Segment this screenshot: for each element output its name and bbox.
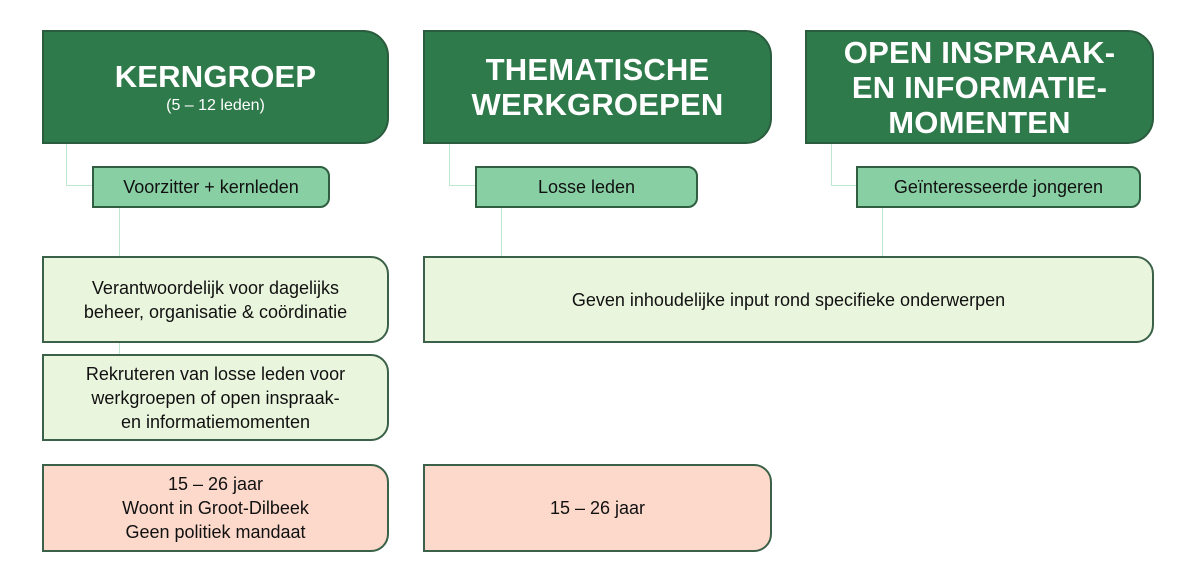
connector-line xyxy=(449,143,450,186)
header-title-line: THEMATISCHE xyxy=(485,52,710,87)
role-box-werkgroepen: Losse leden xyxy=(475,166,698,208)
connector-line xyxy=(66,185,93,186)
task-line: Rekruteren van losse leden voor xyxy=(85,363,346,384)
header-title-line: OPEN INSPRAAK- xyxy=(843,34,1116,70)
task-box-dagelijks-beheer: Verantwoordelijk voor dagelijks beheer, … xyxy=(42,256,389,343)
connector-line xyxy=(501,207,502,257)
connector-line xyxy=(831,185,857,186)
task-line: beheer, organisatie & coördinatie xyxy=(83,301,348,322)
connector-line xyxy=(119,207,120,257)
task-line: werkgroepen of open inspraak- xyxy=(91,387,340,408)
task-line: Verantwoordelijk voor dagelijks xyxy=(91,277,340,298)
header-subtitle: (5 – 12 leden) xyxy=(166,96,265,114)
connector-line xyxy=(66,143,67,186)
task-box-inhoudelijke-input: Geven inhoudelijke input rond specifieke… xyxy=(423,256,1154,343)
connector-line xyxy=(882,207,883,257)
requirement-line: 15 – 26 jaar xyxy=(167,474,264,494)
task-line: Geven inhoudelijke input rond specifieke… xyxy=(571,289,1006,310)
requirement-line: Woont in Groot-Dilbeek xyxy=(122,498,309,518)
header-title-line: EN INFORMATIE- xyxy=(851,69,1108,105)
role-box-open-inspraak: Geïnteresseerde jongeren xyxy=(856,166,1141,208)
connector-line xyxy=(119,342,120,355)
requirements-box-werkgroepen: 15 – 26 jaar xyxy=(423,464,772,552)
role-box-kerngroep: Voorzitter + kernleden xyxy=(92,166,330,208)
requirements-box-kerngroep: 15 – 26 jaar Woont in Groot-Dilbeek Geen… xyxy=(42,464,389,552)
header-title: KERNGROEP xyxy=(114,58,317,94)
connector-line xyxy=(831,143,832,186)
header-title-line: WERKGROEPEN xyxy=(471,87,724,122)
header-title-line: MOMENTEN xyxy=(888,104,1071,140)
task-line: en informatiemomenten xyxy=(120,411,311,432)
connector-line xyxy=(449,185,476,186)
header-open-inspraak: OPEN INSPRAAK- EN INFORMATIE- MOMENTEN xyxy=(805,30,1154,144)
task-box-rekruteren: Rekruteren van losse leden voor werkgroe… xyxy=(42,354,389,441)
header-kerngroep: KERNGROEP (5 – 12 leden) xyxy=(42,30,389,144)
header-thematische-werkgroepen: THEMATISCHE WERKGROEPEN xyxy=(423,30,772,144)
requirement-line: 15 – 26 jaar xyxy=(549,498,646,518)
requirement-line: Geen politiek mandaat xyxy=(125,522,306,542)
